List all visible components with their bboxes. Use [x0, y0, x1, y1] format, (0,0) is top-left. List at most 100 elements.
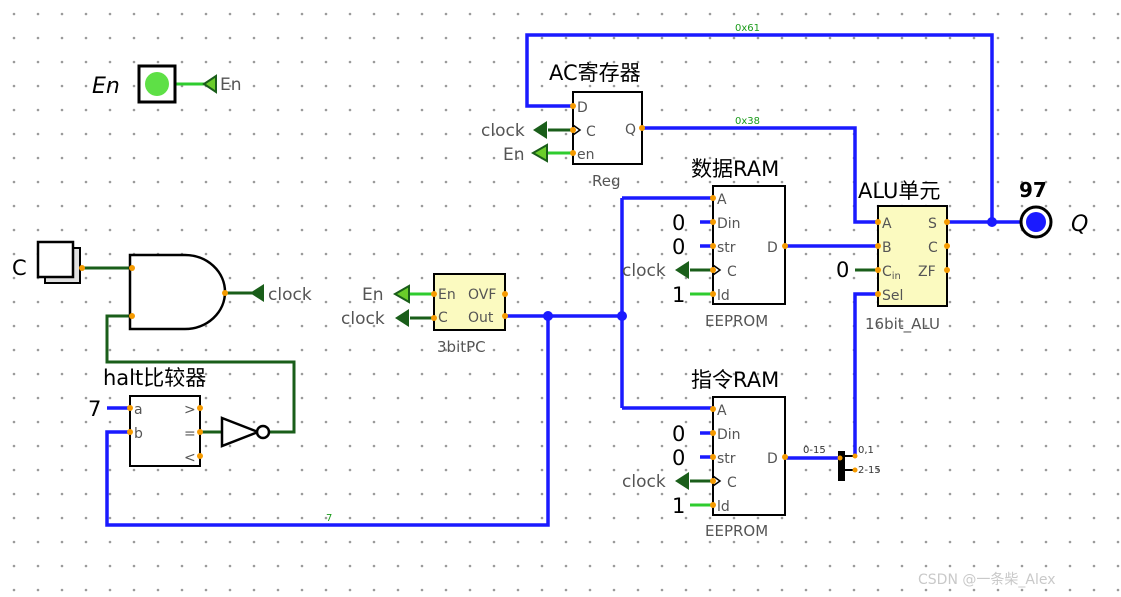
iram-sub: EEPROM	[705, 522, 768, 540]
halt-comparator: halt比较器 7 a b > = <	[88, 366, 206, 467]
alu-unit: ALU单元 A B Cin Sel S C ZF 16bit_ALU 0	[836, 179, 950, 334]
alu-pin-sel: Sel	[882, 288, 903, 304]
comparator-title: halt比较器	[103, 366, 206, 390]
wires	[82, 33, 1022, 527]
not-gate-body	[220, 416, 262, 448]
en-pin-led[interactable]	[145, 72, 169, 96]
bus-label-bottom: 7	[326, 513, 332, 524]
ac-register: AC寄存器 D C Q en Reg clock En	[481, 61, 645, 190]
dram-pin-din: Din	[717, 216, 741, 232]
c-button-label: C	[12, 256, 27, 280]
c-button[interactable]: C	[12, 240, 85, 284]
probe-led	[1026, 212, 1046, 232]
pc-pin-ovf: OVF	[468, 287, 496, 303]
ac-clock-tunnel-icon	[533, 121, 547, 139]
dram-clock-tunnel: clock	[622, 261, 666, 281]
probe-label: Q	[1071, 212, 1088, 237]
splitter-out-b-label: 2-15	[858, 465, 881, 476]
pc-sub: 3bitPC	[437, 338, 486, 356]
ac-pin-q: Q	[625, 122, 636, 138]
ac-pin-en: en	[577, 147, 595, 163]
pc-pin-en: En	[438, 287, 456, 303]
not-gate-bubble	[255, 424, 271, 440]
ac-body	[572, 91, 643, 165]
ac-title: AC寄存器	[549, 61, 641, 85]
bus-address	[620, 196, 713, 410]
en-pin-label: En	[92, 74, 120, 99]
pc-en-tunnel: En	[362, 285, 384, 305]
c-button-cap[interactable]	[36, 240, 75, 279]
splitter-body	[838, 451, 845, 481]
dram-const-str: 0	[672, 235, 685, 259]
en-input-pin[interactable]: En En	[92, 64, 242, 104]
alu-body	[877, 205, 948, 307]
splitter-in-label: 0-15	[803, 445, 826, 456]
bus-ac-to-alu	[642, 126, 878, 224]
dram-pin-a: A	[717, 192, 727, 208]
bus-label-top: 0x61	[735, 23, 760, 34]
output-probe: 97 Q	[1019, 178, 1088, 239]
iram-clock-tunnel: clock	[622, 472, 666, 492]
alu-const-cin: 0	[836, 258, 849, 282]
dram-body	[712, 185, 786, 305]
dram-pin-str: str	[717, 240, 736, 256]
dram-pin-c: C	[727, 264, 737, 280]
watermark: CSDN @一条柴_Alex	[918, 571, 1055, 588]
bus-feedback-top	[525, 33, 994, 222]
iram-pin-a: A	[717, 403, 727, 419]
bus-dram-consts	[700, 220, 713, 248]
and-gate: clock	[128, 253, 312, 331]
iram-pin-d: D	[767, 451, 778, 467]
iram-clock-tunnel-icon	[675, 472, 689, 490]
instr-ram: 指令RAM A Din str C ld D EEPROM 0 0 1 cloc…	[622, 368, 788, 540]
ac-pin-c: C	[586, 124, 596, 140]
pc-counter: En clock En C OVF Out 3bitPC	[341, 273, 508, 356]
ac-en-tunnel: En	[503, 145, 525, 165]
splitter-out-a-label: 0,1	[858, 445, 874, 456]
data-ram: 数据RAM A Din str C ld D EEPROM 0 0 1 cloc…	[622, 157, 788, 330]
bus-pc-to-compare	[105, 316, 550, 527]
pc-pin-out: Out	[468, 310, 494, 326]
alu-pin-cin: Cin	[882, 264, 901, 282]
dram-pin-d: D	[767, 240, 778, 256]
pc-clock-tunnel-icon	[395, 309, 409, 327]
bus-split-to-sel	[853, 292, 878, 456]
iram-title: 指令RAM	[691, 368, 779, 392]
iram-const-ld: 1	[672, 494, 685, 518]
comparator-body	[129, 395, 201, 467]
ac-clock-tunnel: clock	[481, 121, 525, 141]
and-gate-body	[128, 253, 227, 331]
dram-const-din: 0	[672, 211, 685, 235]
iram-pin-din: Din	[717, 427, 741, 443]
ac-en-tunnel-icon	[530, 143, 548, 163]
pc-en-tunnel-icon	[392, 284, 410, 304]
pc-pin-c: C	[438, 310, 448, 326]
pc-body	[433, 273, 506, 331]
iram-const-str: 0	[672, 446, 685, 470]
dram-title: 数据RAM	[691, 157, 779, 181]
comparator-pin-eq: =	[184, 426, 196, 442]
wire-and-feedback	[105, 314, 296, 434]
alu-pin-a: A	[882, 216, 892, 232]
iram-body	[712, 396, 786, 516]
splitter: 0-15 0,1 2-15	[803, 445, 881, 481]
not-gate	[220, 416, 271, 448]
pc-clock-tunnel: clock	[341, 309, 385, 329]
alu-pin-b: B	[882, 240, 892, 256]
bus-iram-consts	[700, 431, 713, 459]
alu-sub: 16bit_ALU	[865, 315, 940, 334]
comparator-pin-gt: >	[184, 402, 196, 418]
alu-pin-s: S	[928, 216, 937, 232]
en-tunnel-icon	[202, 74, 217, 94]
and-clock-tunnel-icon	[250, 284, 264, 302]
alu-pin-zf: ZF	[918, 264, 936, 280]
comparator-pin-lt: <	[184, 450, 196, 466]
probe-value: 97	[1019, 178, 1047, 202]
comparator-pin-a: a	[134, 402, 143, 418]
dram-pin-ld: ld	[717, 288, 730, 304]
comparator-const-a: 7	[88, 397, 101, 421]
dram-sub: EEPROM	[705, 312, 768, 330]
and-clock-tunnel: clock	[268, 285, 312, 305]
iram-pin-ld: ld	[717, 499, 730, 515]
